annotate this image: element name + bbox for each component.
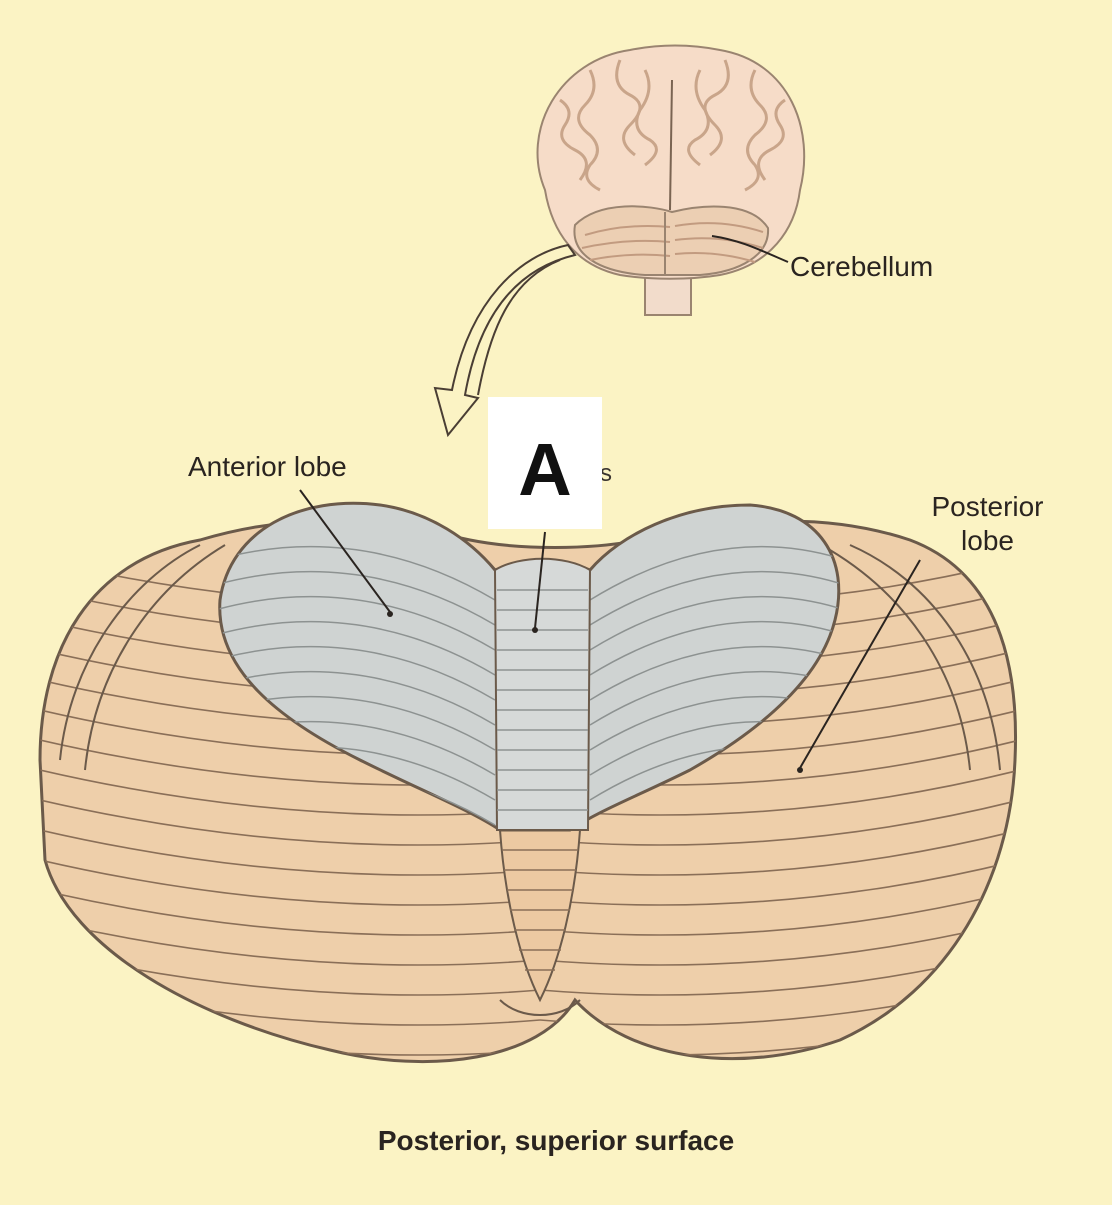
- answer-letter-label: A: [518, 428, 572, 511]
- figure-caption: Posterior, superior surface: [377, 1125, 735, 1156]
- partially-hidden-text: s: [600, 460, 612, 487]
- posterior-leader-line: [799, 559, 921, 769]
- posterior-lobe-label: Posterior lobe: [931, 491, 1044, 556]
- curved-arrow-icon: [433, 243, 577, 438]
- brain-icon: [536, 44, 806, 316]
- anterior-lobe-label: Anterior lobe: [188, 451, 347, 482]
- anterior-leader-line: [299, 489, 391, 613]
- anterior-lobe: [218, 501, 841, 832]
- leader-lines: [299, 489, 921, 769]
- vermis-leader-line: [534, 531, 546, 629]
- cerebellum-label: Cerebellum: [790, 251, 934, 282]
- cerebellum-leader-line: [711, 235, 789, 263]
- answer-mask-box: [488, 397, 602, 529]
